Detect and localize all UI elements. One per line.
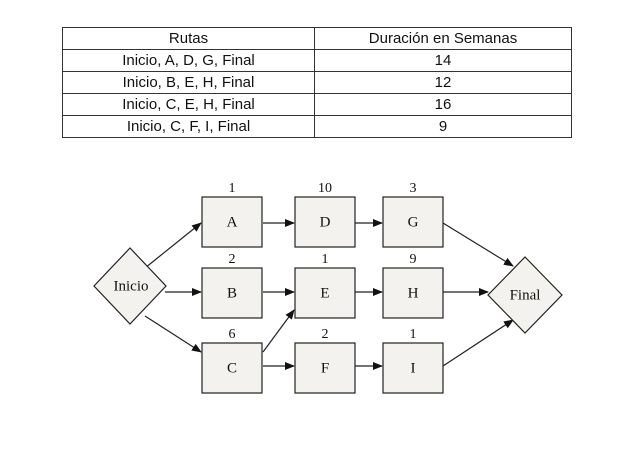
inicio-label: Inicio [114,278,149,294]
activity-g: 3 G [382,181,444,248]
activity-h-box [382,267,444,319]
activity-a-box [201,196,263,248]
activity-d-box [294,196,356,248]
activity-i: 1 I [382,327,444,394]
activity-b-label: B [227,285,237,301]
activity-c: 6 C [201,327,263,394]
activity-h-label: H [408,285,419,301]
activity-e: 1 E [294,252,356,319]
table-row: Inicio, B, E, H, Final 12 [62,71,572,94]
activity-g-box [382,196,444,248]
activity-f-duration: 2 [322,327,329,342]
activity-f-box [294,342,356,394]
activity-c-duration: 6 [229,327,236,342]
activity-i-duration: 1 [410,327,417,342]
routes-table: Rutas Duración en Semanas Inicio, A, D, … [62,27,572,138]
activity-i-box [382,342,444,394]
activity-d: 10 D [294,181,356,248]
activity-a-duration: 1 [229,181,236,196]
activity-c-label: C [227,360,237,376]
inicio-diamond [93,247,167,325]
activity-b-box [201,267,263,319]
final-diamond [487,256,563,334]
network-edges [144,219,514,370]
activity-i-label: I [411,360,416,376]
activity-b: 2 B [201,252,263,319]
activity-f: 2 F [294,327,356,394]
edge-i-final [442,319,514,367]
weeks-cell: 9 [314,115,572,138]
edge-inicio-c [144,315,202,353]
node-final: Final [487,256,563,334]
activity-c-box [201,342,263,394]
activity-b-duration: 2 [229,252,236,267]
activity-e-box [294,267,356,319]
activity-e-label: E [320,285,329,301]
final-label: Final [510,287,541,303]
activity-h-duration: 9 [410,252,417,267]
activity-a-label: A [227,214,238,230]
node-inicio: Inicio [93,247,167,325]
activity-d-duration: 10 [318,181,332,196]
activity-a: 1 A [201,181,263,248]
edge-g-final [442,222,514,267]
edge-inicio-a [144,222,202,269]
edge-c-e [262,309,295,353]
activity-e-duration: 1 [322,252,329,267]
route-cell: Inicio, B, E, H, Final [62,71,315,94]
activity-g-duration: 3 [410,181,417,196]
activity-f-label: F [321,360,329,376]
table-row: Inicio, C, F, I, Final 9 [62,115,572,138]
activity-d-label: D [320,214,331,230]
activity-h: 9 H [382,252,444,319]
activity-g-label: G [408,214,419,230]
